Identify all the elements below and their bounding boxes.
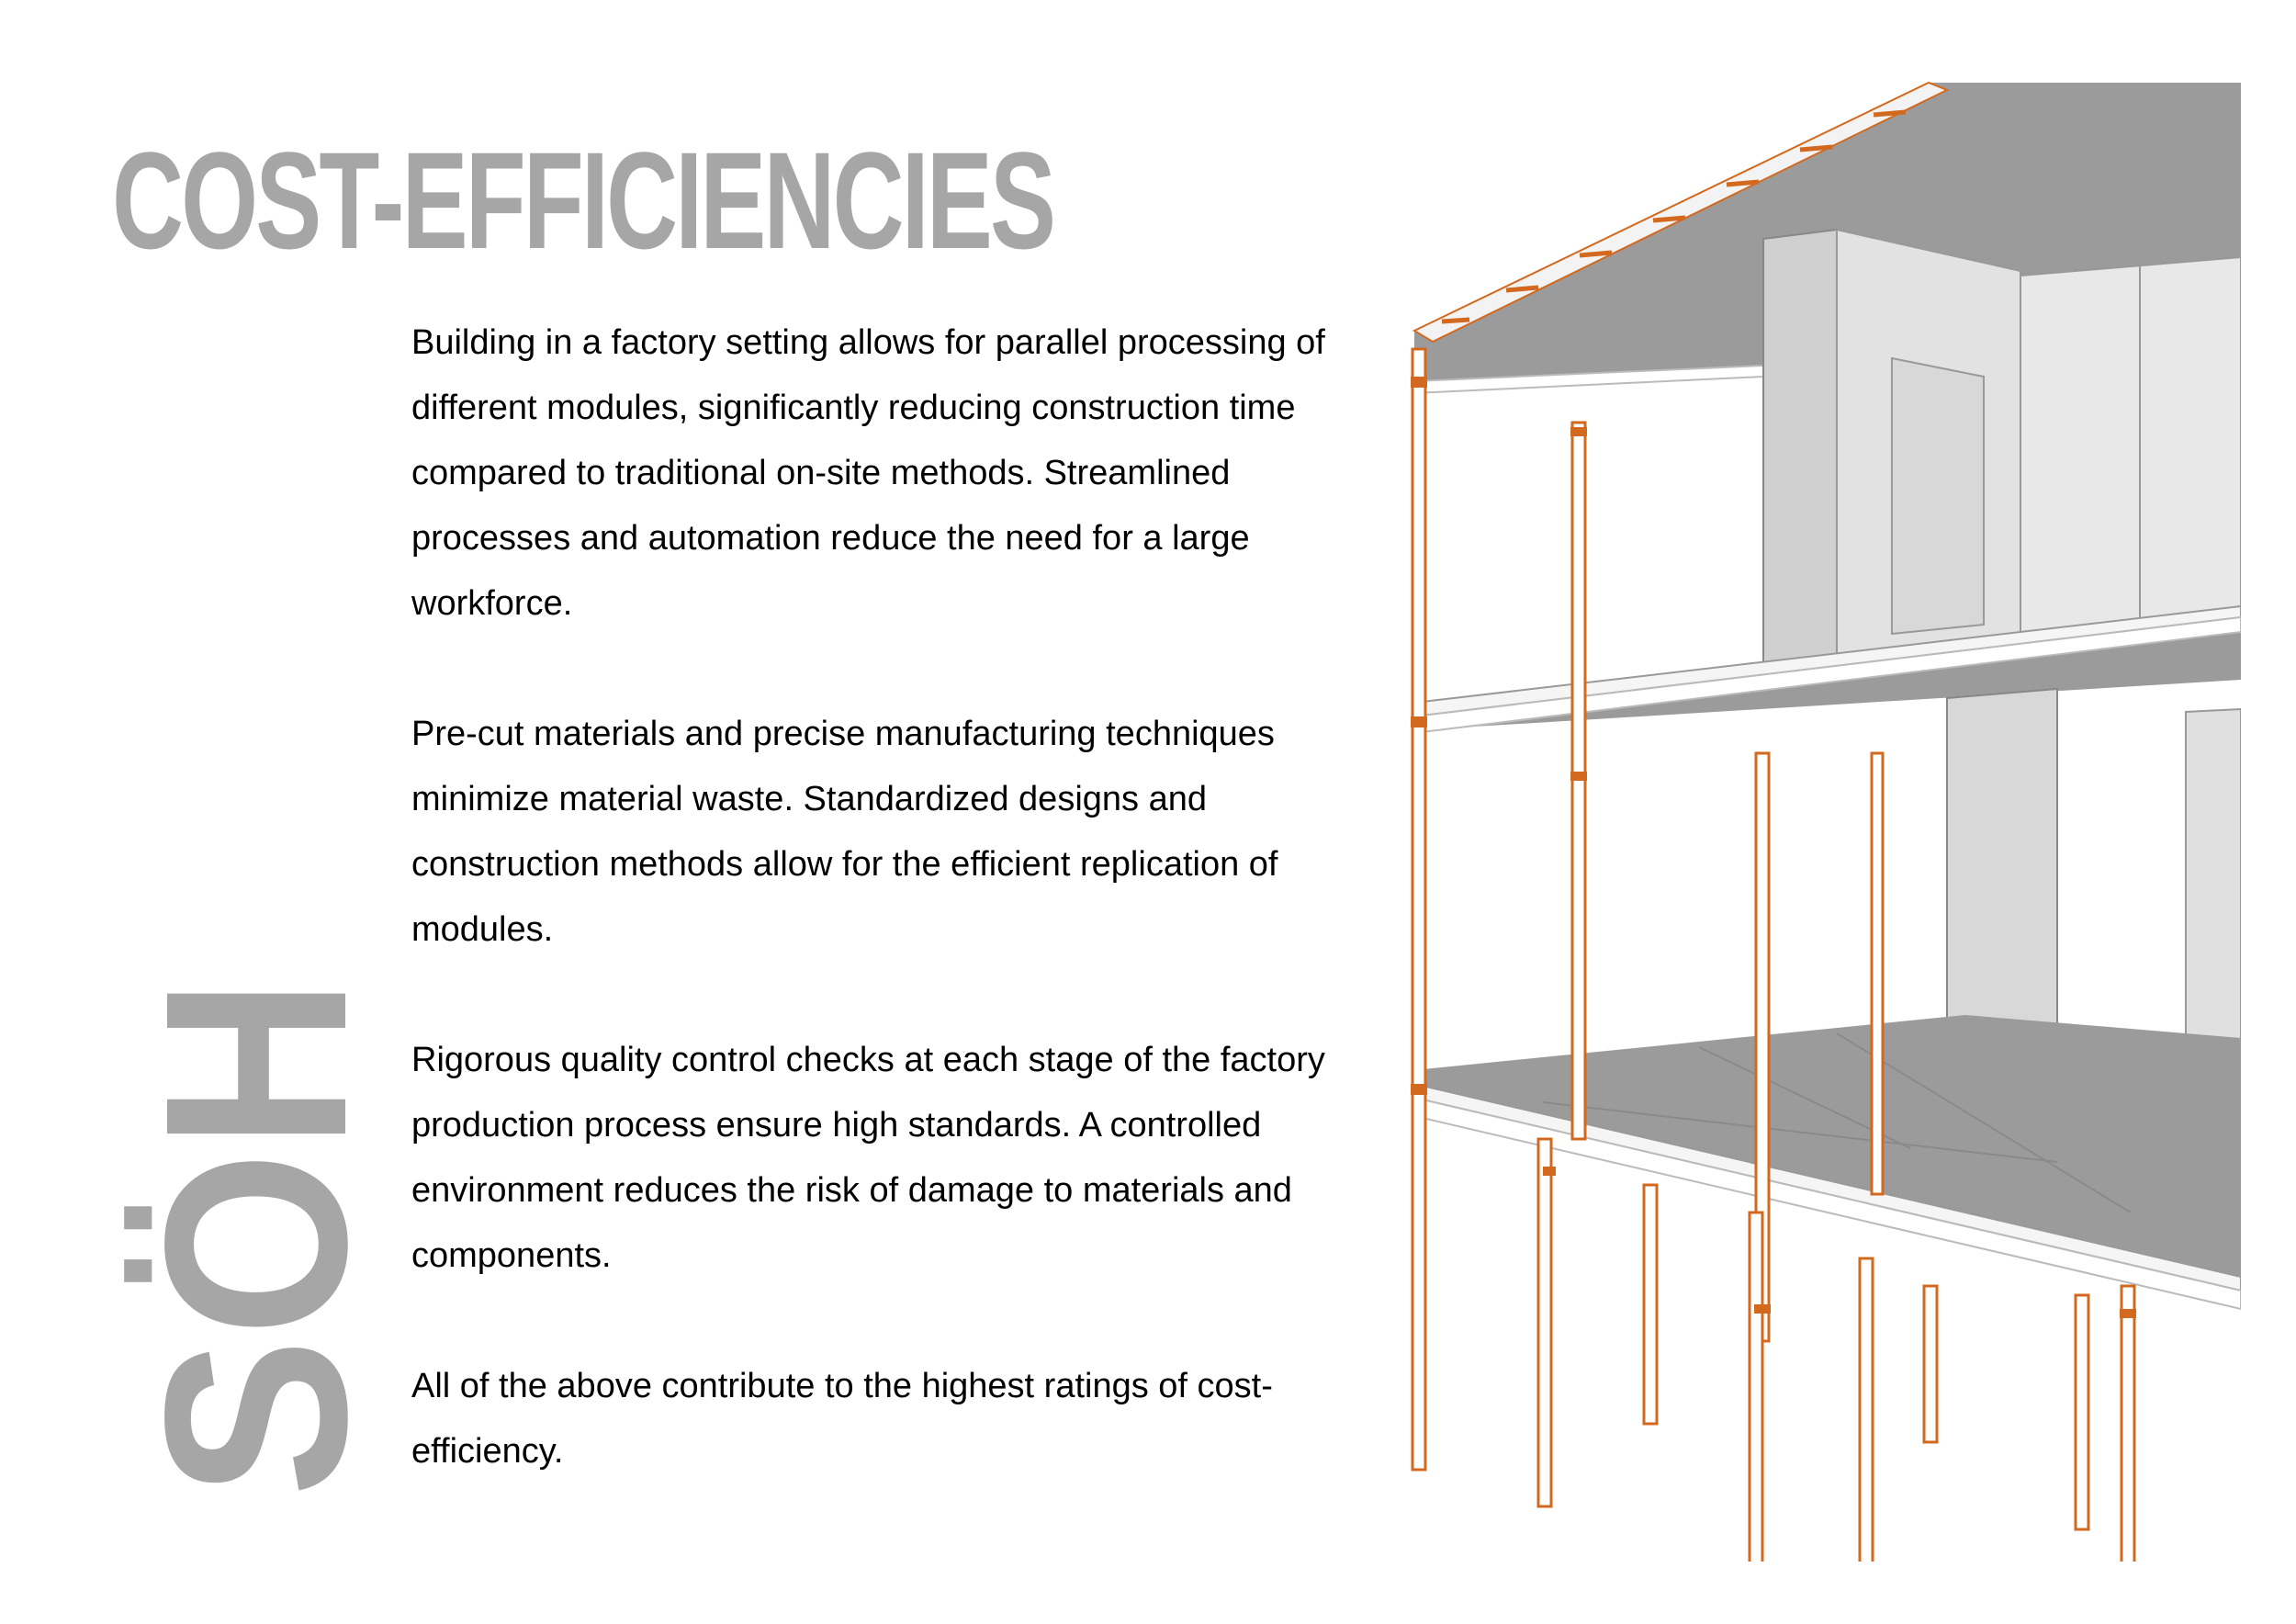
- page-title: COST-EFFICIENCIES: [112, 123, 1056, 277]
- paragraph-construction-time: Building in a factory setting allows for…: [411, 323, 1325, 623]
- building-structure-illustration: [1411, 81, 2241, 1562]
- paragraph-conclusion: All of the above contribute to the highe…: [411, 1367, 1273, 1471]
- lower-floor-slab: [1414, 1015, 2241, 1286]
- paragraph-material-waste: Pre-cut materials and precise manufactur…: [411, 715, 1278, 949]
- brand-logo-vertical: SÖH: [111, 976, 400, 1497]
- timber-columns: [1411, 347, 2136, 1562]
- paragraph-quality-control: Rigorous quality control checks at each …: [411, 1041, 1325, 1275]
- interior-wall-upper: [1762, 228, 1838, 686]
- body-text: Building in a factory setting allows for…: [411, 310, 1330, 1550]
